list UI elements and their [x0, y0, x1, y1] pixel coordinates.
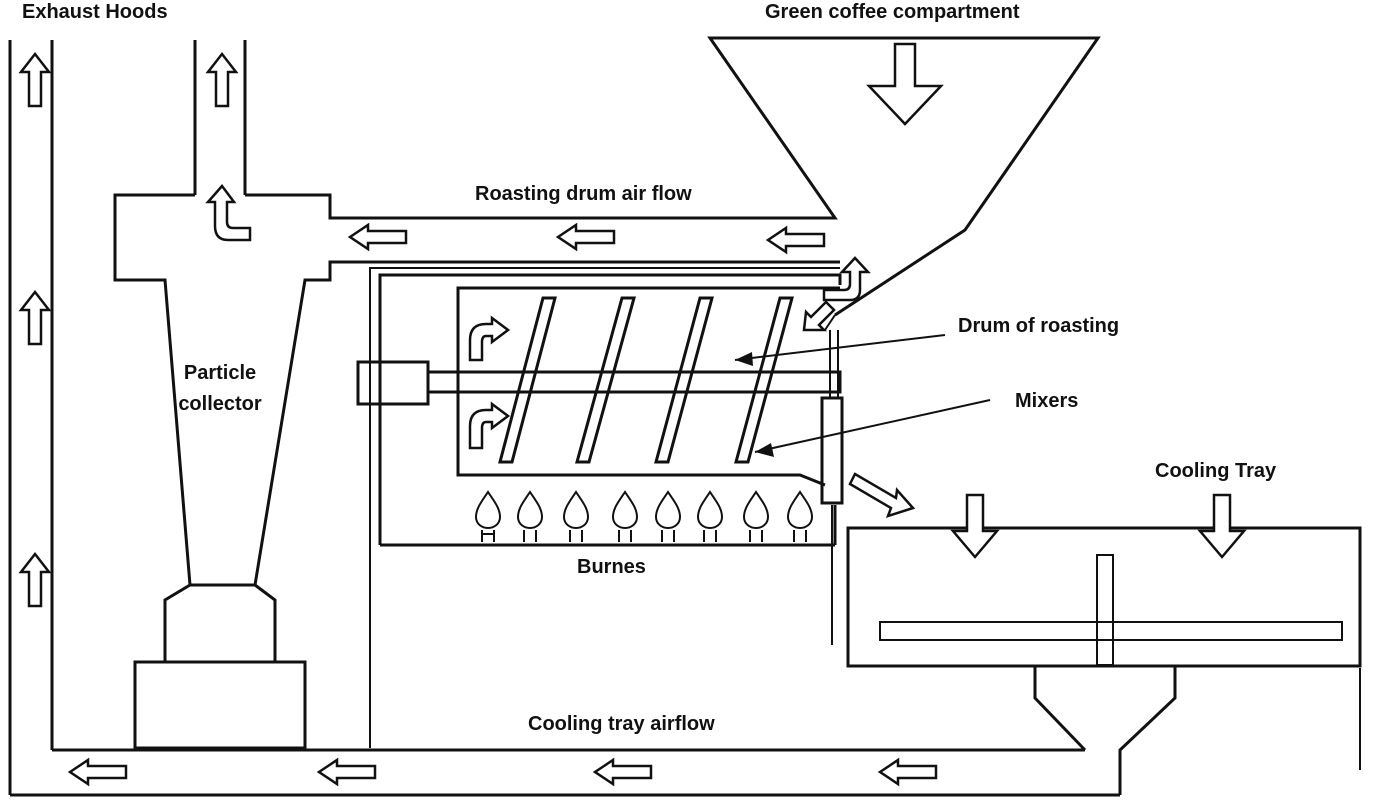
- left-arrow-icon: [766, 226, 826, 254]
- mixers: [498, 296, 794, 464]
- particle-collector: [113, 36, 1101, 750]
- up-arrow-icon: [19, 290, 51, 346]
- left-arrow-icon: [68, 758, 128, 786]
- roasting-air-label: Roasting drum air flow: [475, 183, 692, 205]
- curved-arrow-icon: [822, 256, 871, 302]
- particle-collector-label-2: collector: [178, 393, 262, 415]
- roasting-drum: [356, 286, 844, 505]
- down-arrow-icon: [951, 493, 999, 559]
- burners-label: Burnes: [577, 556, 646, 578]
- cooling-airflow-label: Cooling tray airflow: [528, 713, 715, 735]
- left-arrow-icon: [317, 758, 377, 786]
- mixers-label: Mixers: [1015, 390, 1079, 412]
- curved-arrow-icon: [468, 315, 511, 362]
- left-arrow-icon: [593, 758, 653, 786]
- curved-arrow-icon: [468, 401, 511, 450]
- left-arrow-icon: [878, 758, 938, 786]
- down-arrow-icon: [1198, 493, 1246, 559]
- cooling-tray-label: Cooling Tray: [1155, 460, 1277, 482]
- up-arrow-icon: [206, 52, 238, 108]
- down-arrow-icon: [867, 42, 943, 126]
- down-left-arrow-icon: [802, 300, 836, 332]
- cooling-air-arrows: [68, 758, 938, 786]
- exhaust-hoods-label: Exhaust Hoods: [22, 1, 168, 23]
- up-arrow-icon: [19, 52, 51, 108]
- left-arrow-icon: [556, 223, 616, 251]
- curved-arrow-icon: [205, 184, 252, 242]
- left-exhaust-duct: [8, 40, 1120, 797]
- burners: [475, 491, 813, 542]
- down-right-arrow-icon: [848, 472, 916, 518]
- pointer-lines: [734, 334, 991, 457]
- roasting-air-arrows: [348, 223, 826, 254]
- drum-housing: [369, 267, 842, 748]
- drum-label: Drum of roasting: [958, 315, 1120, 337]
- left-arrow-icon: [348, 223, 408, 251]
- green-coffee-label: Green coffee compartment: [765, 1, 1020, 23]
- cooling-tray: [831, 505, 1362, 795]
- up-arrow-icon: [19, 552, 51, 608]
- particle-collector-label-1: Particle: [183, 362, 257, 384]
